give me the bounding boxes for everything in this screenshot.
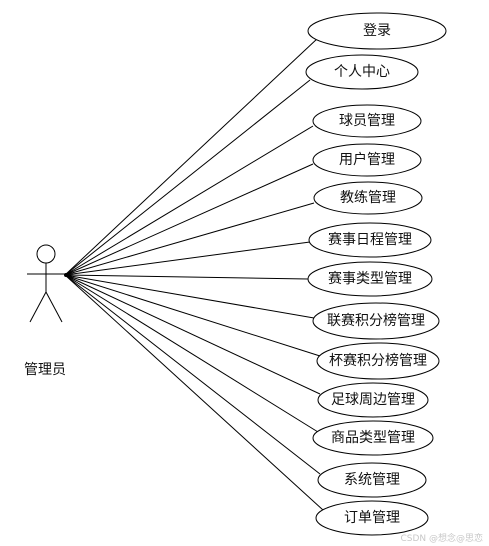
association-line-merch-mgmt — [64, 274, 321, 395]
use-case-user-mgmt: 用户管理 — [312, 143, 422, 177]
actor-left-leg — [29, 291, 47, 323]
association-line-order-mgmt — [64, 274, 324, 511]
use-case-label: 用户管理 — [339, 151, 395, 168]
use-case-list: 登录 个人中心 球员管理 用户管理 教练管理 赛事日程管理 赛事类型管理 联赛 — [305, 12, 447, 536]
use-case-schedule-mgmt: 赛事日程管理 — [308, 222, 432, 258]
use-case-goods-type-mgmt: 商品类型管理 — [312, 420, 434, 456]
association-line-event-type-mgmt — [64, 274, 309, 280]
association-line-login — [64, 37, 319, 276]
use-case-personal-center: 个人中心 — [305, 54, 419, 90]
use-case-label: 教练管理 — [340, 190, 396, 206]
use-case-label: 登录 — [363, 23, 391, 39]
use-case-event-type-mgmt: 赛事类型管理 — [307, 261, 433, 297]
use-case-order-mgmt: 订单管理 — [315, 500, 429, 536]
use-case-league-table-mgmt: 联赛积分榜管理 — [312, 302, 440, 340]
use-case-login: 登录 — [307, 12, 447, 50]
watermark-text: CSDN @想念@思恋 — [400, 532, 483, 544]
actor-head — [36, 244, 56, 264]
association-hub-point — [64, 273, 68, 277]
association-lines — [64, 37, 324, 511]
use-case-label: 足球周边管理 — [331, 392, 415, 408]
association-line-system-mgmt — [64, 274, 321, 475]
association-line-coach-mgmt — [64, 202, 315, 276]
association-line-cup-table-mgmt — [64, 274, 321, 357]
actor-admin — [27, 244, 68, 323]
association-line-goods-type-mgmt — [64, 274, 319, 433]
use-case-label: 个人中心 — [334, 64, 390, 80]
use-case-label: 订单管理 — [344, 510, 400, 526]
association-line-personal-center — [64, 79, 311, 276]
use-case-coach-mgmt: 教练管理 — [313, 181, 423, 215]
association-line-schedule-mgmt — [64, 241, 311, 276]
use-case-cup-table-mgmt: 杯赛积分榜管理 — [316, 342, 440, 380]
use-case-merch-mgmt: 足球周边管理 — [317, 382, 429, 418]
actor-label: 管理员 — [24, 362, 66, 378]
use-case-label: 赛事日程管理 — [328, 232, 412, 248]
association-line-player-mgmt — [64, 125, 314, 276]
actor-right-leg — [45, 291, 63, 323]
association-line-user-mgmt — [64, 163, 314, 276]
use-case-label: 球员管理 — [339, 113, 395, 129]
use-case-label: 系统管理 — [344, 472, 400, 488]
use-case-system-mgmt: 系统管理 — [317, 462, 427, 498]
use-case-player-mgmt: 球员管理 — [312, 104, 422, 138]
use-case-label: 联赛积分榜管理 — [327, 312, 425, 329]
use-case-label: 赛事类型管理 — [328, 271, 412, 287]
use-case-label: 商品类型管理 — [331, 430, 415, 446]
association-line-league-table-mgmt — [64, 274, 315, 319]
use-case-label: 杯赛积分榜管理 — [329, 352, 427, 369]
